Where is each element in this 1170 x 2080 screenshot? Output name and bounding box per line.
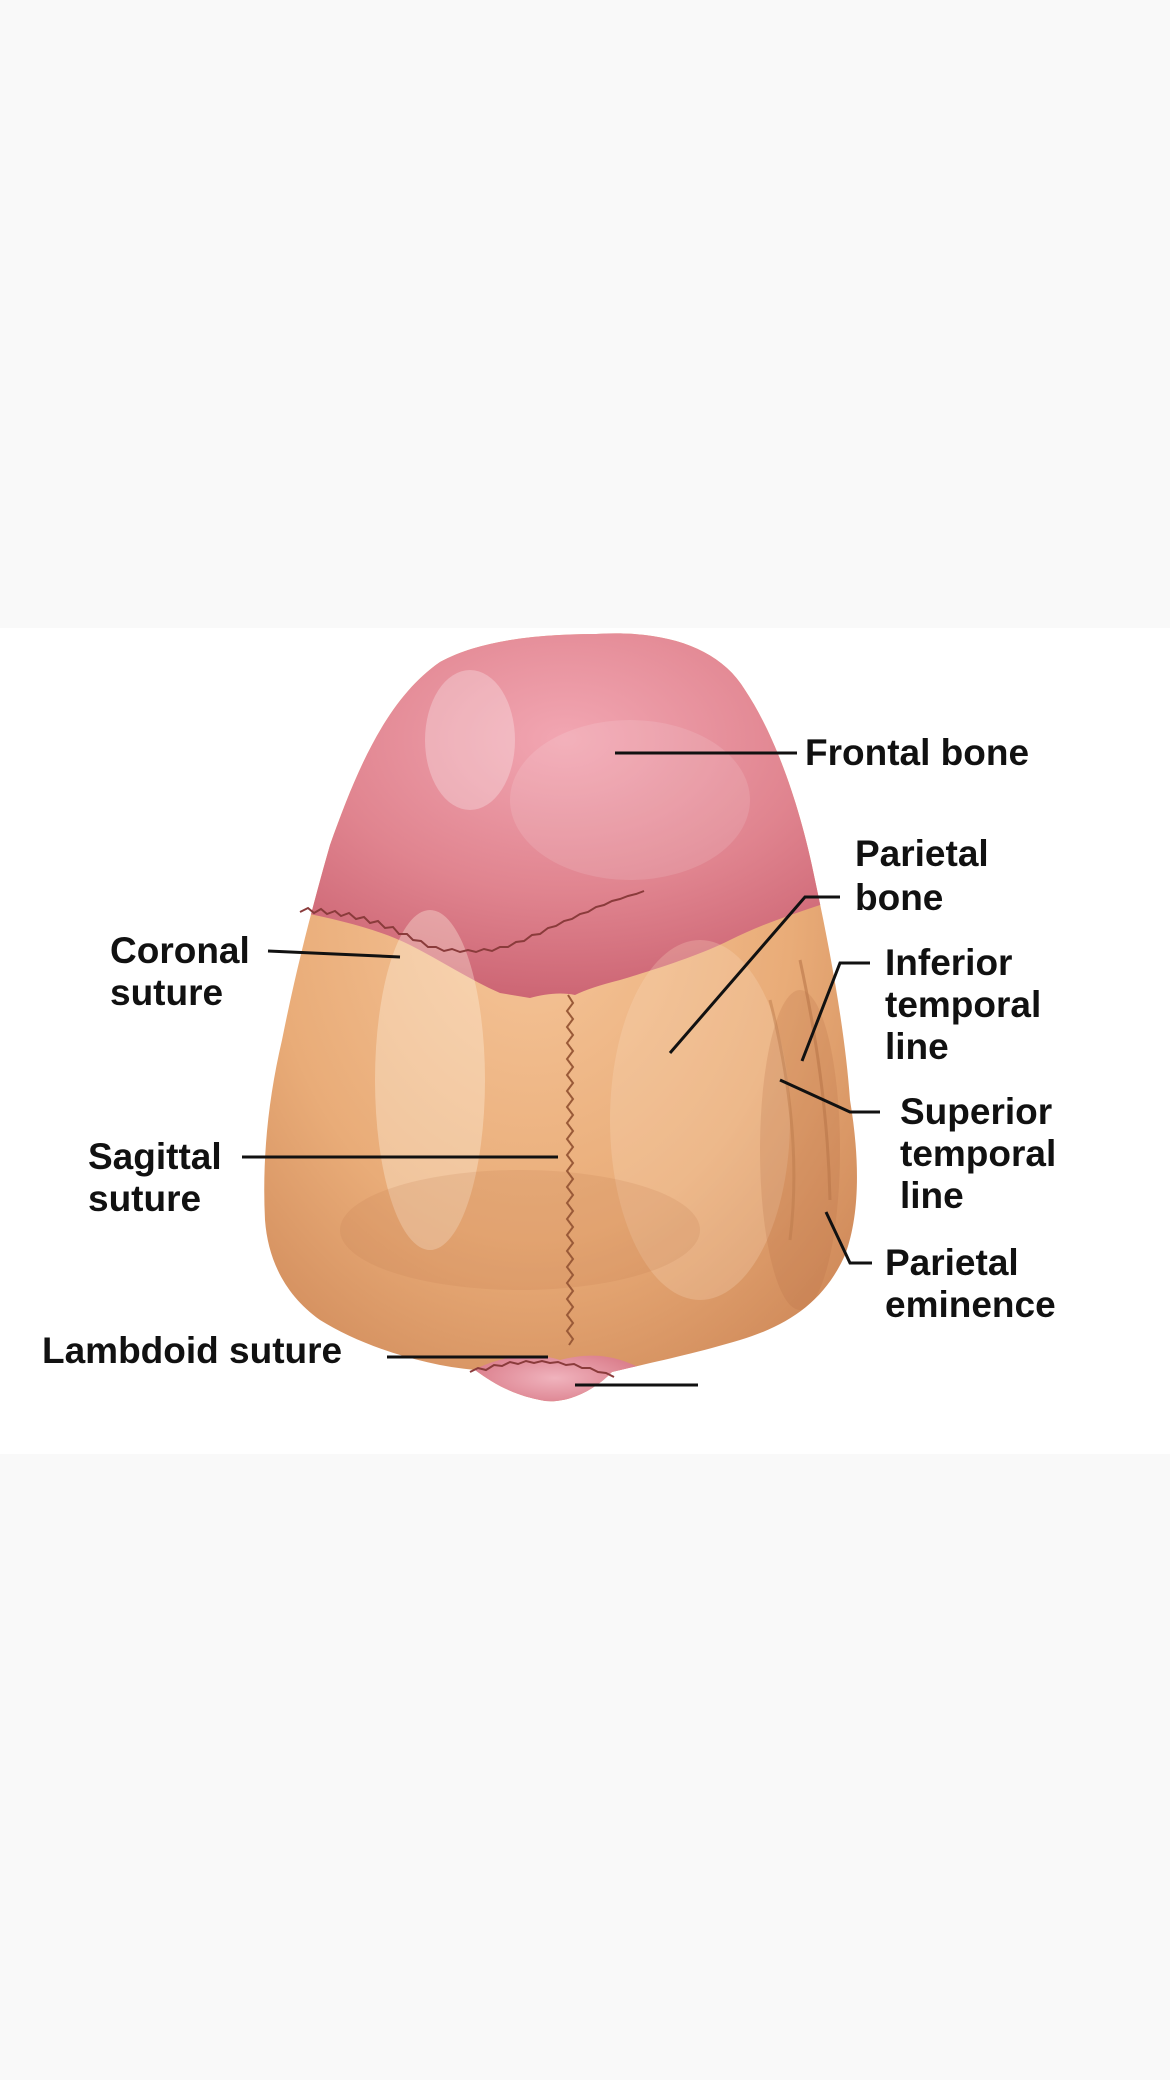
superior-temporal-line-label-line3: line [900, 1175, 964, 1216]
sagittal-suture-line [565, 994, 575, 1346]
superior-temporal-line-label-line2: temporal [900, 1133, 1057, 1174]
lambdoid-suture-label: Lambdoid suture [42, 1330, 343, 1371]
inferior-temporal-line-label-line1: Inferior [885, 942, 1013, 983]
inferior-temporal-line-label: Inferior temporal line [885, 942, 1041, 1068]
leader-inferior-temporal-line [800, 961, 870, 1062]
superior-temporal-line-label: Superior temporal line [900, 1091, 1056, 1217]
superior-temporal-line-label-line1: Superior [900, 1091, 1053, 1132]
sagittal-suture-label-line2: suture [88, 1178, 202, 1219]
leader-lines [242, 751, 880, 1387]
superior-temporal-line-mark [768, 999, 796, 1241]
parietal-eminence-label: Parietal eminence [885, 1242, 1056, 1326]
sagittal-suture-label: Sagittal suture [88, 1136, 222, 1220]
parietal-bone-label-line2: bone [855, 877, 944, 918]
parietal-eminence-label-line2: eminence [885, 1284, 1056, 1325]
coronal-suture-label: Coronal suture [110, 930, 250, 1014]
inferior-temporal-line-label-line2: temporal [885, 984, 1042, 1025]
leader-coronal-suture [267, 949, 401, 959]
inferior-temporal-line-mark [798, 959, 832, 1201]
frontal-bone-shape [264, 633, 857, 998]
parietal-bone-label: Parietal bone [855, 832, 989, 920]
frontal-bone-label: Frontal bone [805, 732, 1030, 773]
coronal-suture-line [299, 890, 645, 954]
coronal-suture-label-line1: Coronal [110, 930, 250, 971]
leader-parietal-eminence [824, 1211, 872, 1265]
leader-parietal-bone [668, 895, 840, 1054]
leader-superior-temporal-line [779, 1078, 880, 1114]
inferior-temporal-line-label-line3: line [885, 1026, 949, 1067]
parietal-bone-label-line1: Parietal [855, 833, 989, 874]
parietal-eminence-label-line1: Parietal [885, 1242, 1019, 1283]
lambdoid-suture-line [469, 1359, 615, 1378]
coronal-suture-label-line2: suture [110, 972, 224, 1013]
sagittal-suture-label-line1: Sagittal [88, 1136, 222, 1177]
